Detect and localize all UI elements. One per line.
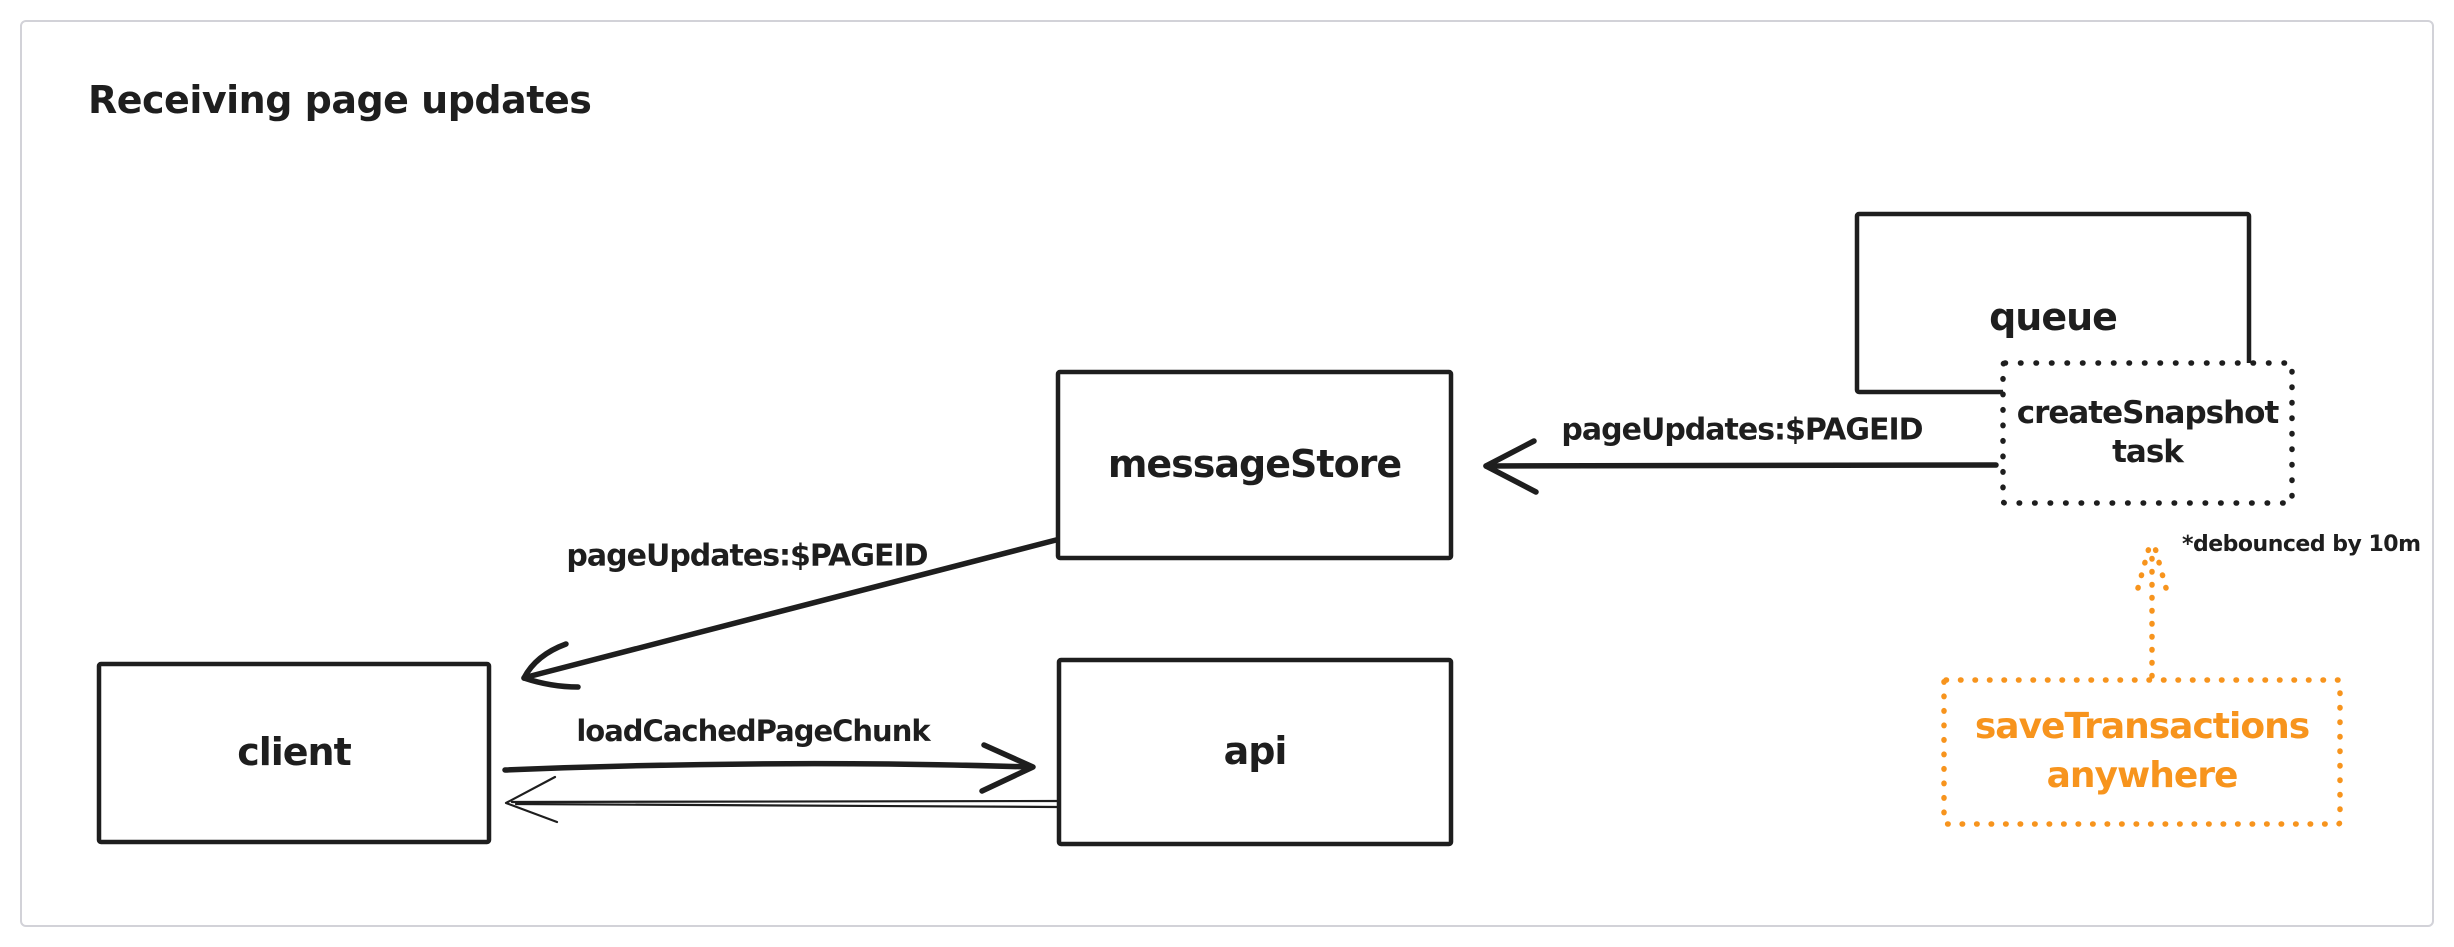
message-store-box — [1055, 369, 1454, 561]
arrow-save-transactions-to-task — [2135, 541, 2169, 679]
arrow-task-to-message-store — [1483, 438, 1999, 495]
arrow-message-store-to-client — [521, 537, 1059, 690]
diagram-title: Receiving page updates — [88, 78, 592, 122]
create-snapshot-task-box — [2000, 360, 2295, 506]
client-box — [96, 661, 492, 845]
api-box — [1056, 657, 1454, 847]
save-transactions-box — [1941, 677, 2343, 827]
arrow-client-to-api — [502, 742, 1036, 794]
arrow-api-to-client — [504, 775, 1060, 824]
